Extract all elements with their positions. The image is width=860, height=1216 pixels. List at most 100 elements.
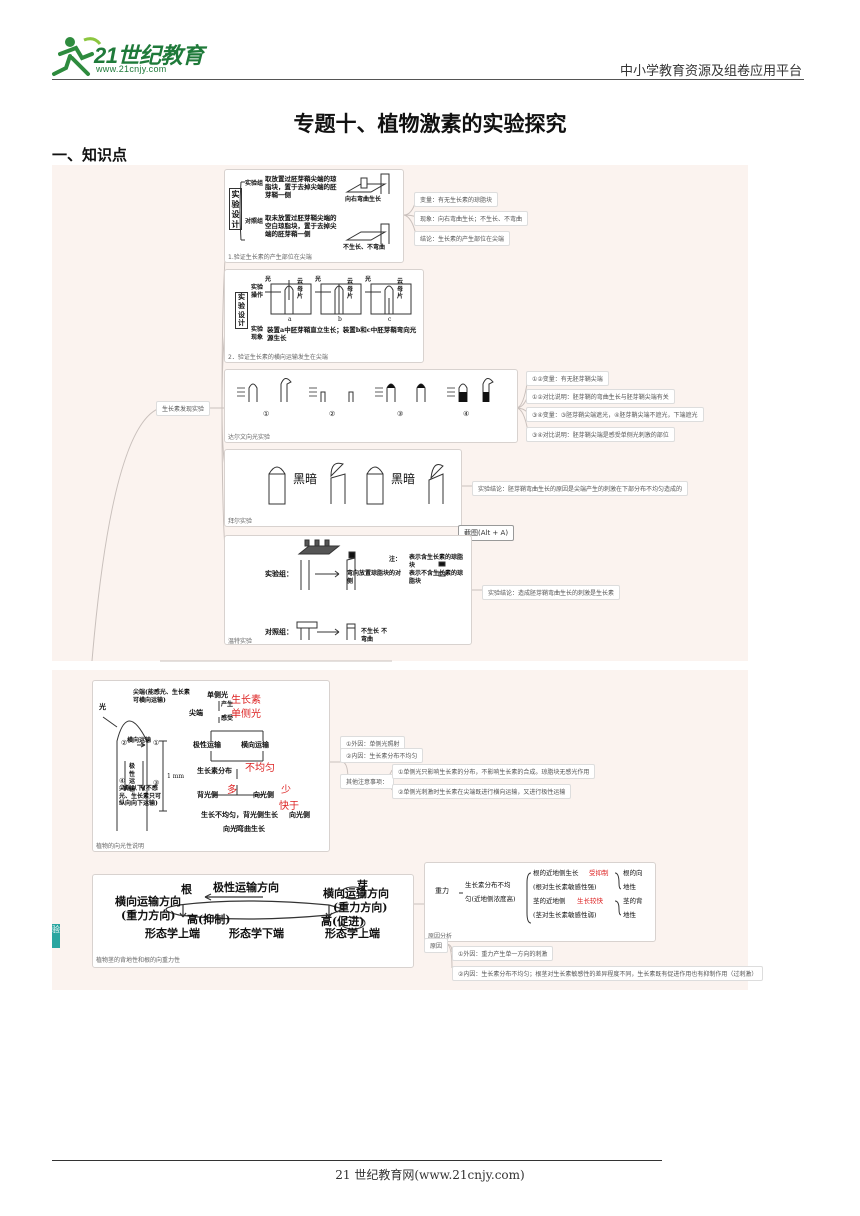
mica-label: 云母片 (297, 278, 304, 300)
header-divider (52, 79, 804, 80)
note: ③④变量：③胚芽鞘尖端遮光，④胚芽鞘尖端不遮光，下端遮光 (526, 407, 704, 422)
horiz-label: 横向运输 (127, 737, 152, 744)
note: ①②变量：有无胚芽鞘尖端 (526, 371, 609, 386)
below-tip-note: 尖端以下(不感光、生长素只可纵向向下运输) (119, 785, 162, 807)
note: 实验结论：胚芽鞘弯曲生长的原因是尖端产生的刺激在下部分布不均匀造成的 (472, 481, 689, 496)
light-label: 光 (365, 276, 372, 283)
light-label: 光 (315, 276, 322, 283)
note: 结论：生长素的产生部位在尖端 (414, 231, 511, 246)
note: 现象：向右弯曲生长；不生长、不弯曲 (414, 211, 529, 226)
card-caption: 植物茎的背地性和根的向重力性 (96, 957, 181, 964)
note: ②单侧光刺激时生长素在尖端既进行横向运输，又进行极性运输 (392, 784, 572, 799)
high-promote: 高(促进) (321, 915, 365, 928)
unequal-growth: 生长不均匀，背光侧生长 (201, 810, 278, 819)
faster-label: 快于 (279, 801, 299, 812)
card-paal: 黑暗 黑暗 拜尔实验 (224, 449, 462, 527)
analysis-brackets (459, 872, 622, 924)
exp-group: 实验组： (265, 569, 293, 578)
marker: ② (121, 739, 128, 747)
bend-label: 向光弯曲生长 (223, 824, 265, 833)
root-sensitivity: (根对生长素敏感性强) (533, 883, 597, 891)
card-caption: 2．验证生长素的横向运输发生在尖端 (228, 354, 328, 361)
uneven-distribution: 生长素分布不均 (465, 881, 511, 889)
root-tropism-2: 地性 (623, 883, 636, 891)
shade-side: 背光侧 (197, 790, 218, 799)
near-ground-high: 匀(近地侧浓度高) (465, 895, 516, 903)
horiz-direction-left: 横向运输方向 (115, 895, 181, 908)
scale-label: 1 mm (167, 773, 185, 780)
design-box: 实验设计 (229, 188, 242, 230)
card-darwin: ① ② ③ ④ 达尔文向光实验 (224, 369, 518, 443)
note: ②内因：生长素分布不均匀 (340, 748, 424, 763)
setup-label-a: a (288, 316, 292, 323)
bud-label: 芽 (357, 879, 368, 892)
note: ①②对比说明：胚芽鞘的弯曲生长与胚芽鞘尖端有关 (526, 389, 675, 404)
inhibited: 受抑制 (589, 869, 609, 877)
ctrl-group-text: 取未放置过胚芽鞘尖端的空白琼脂块，置于去掉尖端的胚芽鞘一侧 (265, 214, 337, 239)
logo-url: www.21cnjy.com (96, 64, 167, 74)
side-tab[interactable]: 验 (52, 924, 60, 948)
root-node: 生长素发现实验 (156, 401, 211, 416)
footer-text: 21 世纪教育网(www.21cnjy.com) (335, 1168, 525, 1182)
exp-group-text: 取放置过胚芽鞘尖端的琼脂块，置于去掉尖端的胚芽鞘一侧 (265, 175, 337, 200)
card-caption: 温特实验 (228, 638, 253, 645)
uneven-label: 不均匀 (245, 763, 275, 774)
exp-number: ② (329, 410, 336, 418)
card-caption: 原因分析 (428, 933, 453, 940)
exp-group-label: 实验组 (245, 180, 264, 187)
gravity-label: 重力 (435, 887, 449, 895)
horiz-direction-right: 横向运输方向 (323, 887, 389, 900)
darwin-diagram (237, 378, 494, 402)
card-lateral-transport: 实验设计 实验操作 实验现象 光 云母片 光 云母片 光 云母片 (224, 269, 424, 363)
mindmap-panel-2: 光 尖端(能感光、生长素可横向运输) 横向运输 极性运输 尖端以下(不感光、生长… (52, 670, 764, 990)
note: 实验结论：造成胚芽鞘弯曲生长的刺激是生长素 (482, 585, 621, 600)
setup-result: 装置a中胚芽鞘直立生长；装置b和c中胚芽鞘弯向光源生长 (267, 326, 417, 343)
tip-note: 尖端(能感光、生长素可横向运输) (133, 689, 190, 704)
logo-text: 21世纪教育 (94, 43, 204, 68)
gravitropism-diagram (165, 886, 366, 930)
exp-number: ③ (397, 410, 404, 418)
site-logo (48, 34, 218, 78)
marker: ③ (153, 779, 160, 787)
note: ①单侧光只影响生长素的分布，不影响生长素的合成。琼脂块无感光作用 (392, 764, 596, 779)
card-caption: 1.验证生长素的产生部位在尖端 (228, 254, 312, 261)
marker: ① (153, 739, 160, 747)
polar-transport: 极性运输 (193, 740, 221, 749)
single-light: 单侧光 (207, 690, 228, 699)
more-label: 多 (227, 785, 237, 796)
stem-tropism-2: 地性 (623, 911, 636, 919)
exp-result: 向右弯曲生长 (345, 196, 382, 203)
ctrl-group-label: 对照组 (245, 218, 264, 225)
note: 变量：有无生长素的琼脂块 (414, 192, 499, 207)
card-caption: 达尔文向光实验 (228, 434, 271, 441)
card-cause-analysis: 重力 生长素分布不均 匀(近地侧浓度高) 根的近地侧生长 受抑制 根的向 (根对… (424, 862, 656, 942)
light-side: 向光侧 (289, 810, 310, 819)
platform-name: 中小学教育资源及组卷应用平台 (619, 64, 802, 79)
note: ①外因：重力产生单一方向的刺激 (452, 946, 554, 961)
distribution-label: 生长素分布 (197, 766, 232, 775)
footer-divider (52, 1160, 662, 1161)
stem-tropism: 茎的背 (623, 897, 643, 905)
polar-label: 极性运输 (129, 763, 136, 793)
card-went: 实验组： 弯向放置琼脂块的对侧 注： 表示含生长素的琼脂块 表示不含生长素的琼脂… (224, 535, 472, 645)
runner-logo-icon (52, 37, 102, 76)
less-label: 少 (281, 785, 291, 796)
horiz-transport: 横向运输 (241, 740, 269, 749)
root-near: 根的近地侧生长 (533, 869, 579, 877)
light-side: 向光侧 (253, 790, 274, 799)
apical-end: 形态学上端 (145, 927, 200, 940)
paal-diagram (268, 462, 444, 505)
feel-label: 感受 (221, 715, 234, 722)
auxin-label: 生长素 (231, 695, 261, 706)
basal-end: 形态学下端 (229, 927, 284, 940)
result-label: 实验现象 (251, 326, 264, 341)
note: 其他注意事项： (340, 774, 395, 789)
card-caption: 拜尔实验 (228, 518, 253, 525)
ctrl-result: 不生长 不弯曲 (361, 628, 388, 643)
note: ②内因：生长素分布不均匀；根茎对生长素敏感性的差异程度不同，生长素既有促进作用也… (452, 966, 764, 981)
root-label: 根 (181, 883, 192, 896)
setup-label-c: c (388, 316, 392, 323)
high-inhibit: 高(抑制) (187, 913, 231, 926)
gravity-right: (重力方向) (333, 901, 388, 914)
phototropism-diagram (102, 701, 264, 831)
